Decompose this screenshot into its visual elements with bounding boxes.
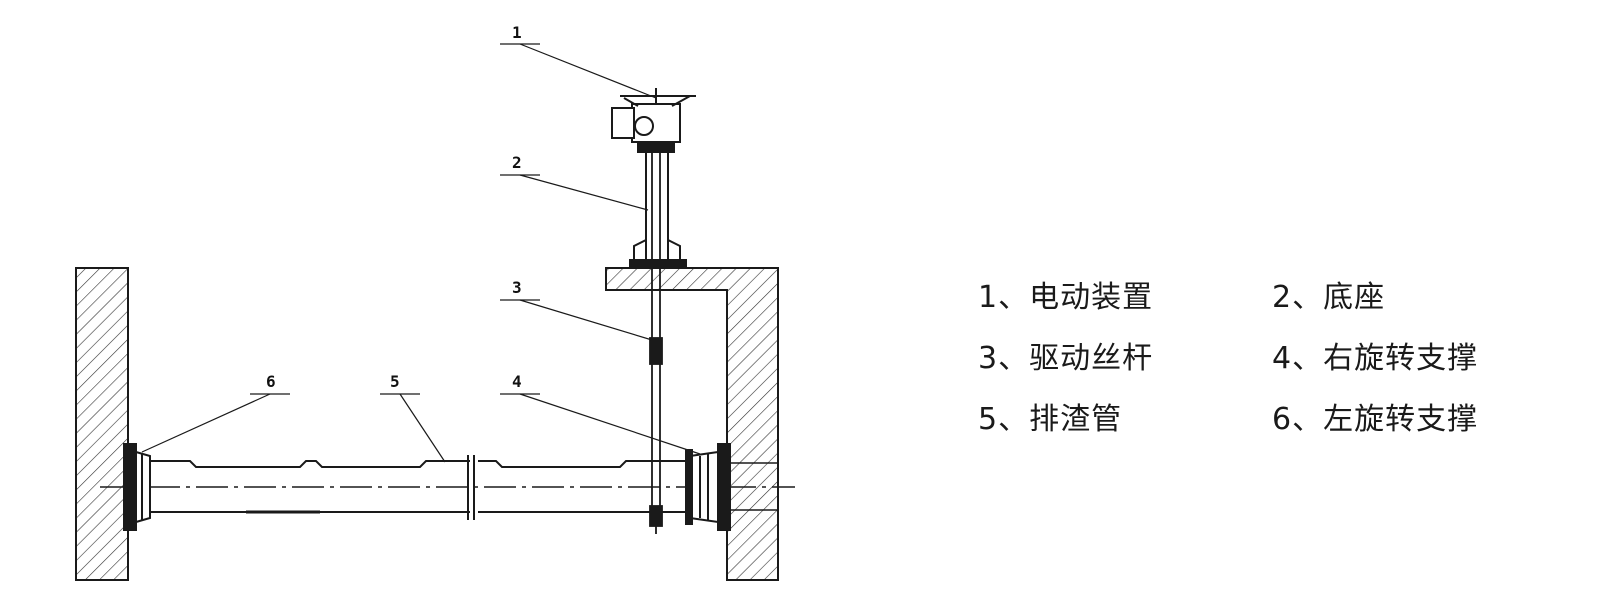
legend-item-left-support: 6、左旋转支撑 — [1272, 402, 1479, 437]
electric-actuator — [611, 88, 696, 153]
callout-3: 3 — [512, 278, 522, 297]
left-wall — [75, 267, 129, 581]
callout-5: 5 — [390, 372, 400, 391]
callout-leaders — [141, 43, 701, 463]
callout-2: 2 — [512, 153, 522, 172]
left-rotating-support — [123, 443, 151, 531]
callout-1: 1 — [512, 23, 522, 42]
legend-row: 5、排渣管 6、左旋转支撑 — [978, 394, 1558, 455]
legend-item-slag-pipe: 5、排渣管 — [978, 402, 1123, 437]
callout-6: 6 — [266, 372, 276, 391]
parts-legend: 1、电动装置 2、底座 3、驱动丝杆 4、右旋转支撑 5、排渣管 6、左旋转支撑 — [978, 272, 1558, 455]
legend-item-right-support: 4、右旋转支撑 — [1272, 341, 1479, 376]
technical-drawing: 1 2 3 4 5 6 — [75, 23, 795, 581]
legend-item-electric-actuator: 1、电动装置 — [978, 280, 1154, 315]
right-wall — [605, 267, 779, 581]
right-rotating-support — [685, 443, 731, 531]
callout-4: 4 — [512, 372, 522, 391]
legend-row: 3、驱动丝杆 4、右旋转支撑 — [978, 333, 1558, 394]
base-bracket — [629, 149, 687, 269]
legend-row: 1、电动装置 2、底座 — [978, 272, 1558, 333]
legend-item-drive-screw: 3、驱动丝杆 — [978, 341, 1154, 376]
legend-item-base: 2、底座 — [1272, 280, 1386, 315]
drive-screw-rod — [649, 150, 663, 534]
